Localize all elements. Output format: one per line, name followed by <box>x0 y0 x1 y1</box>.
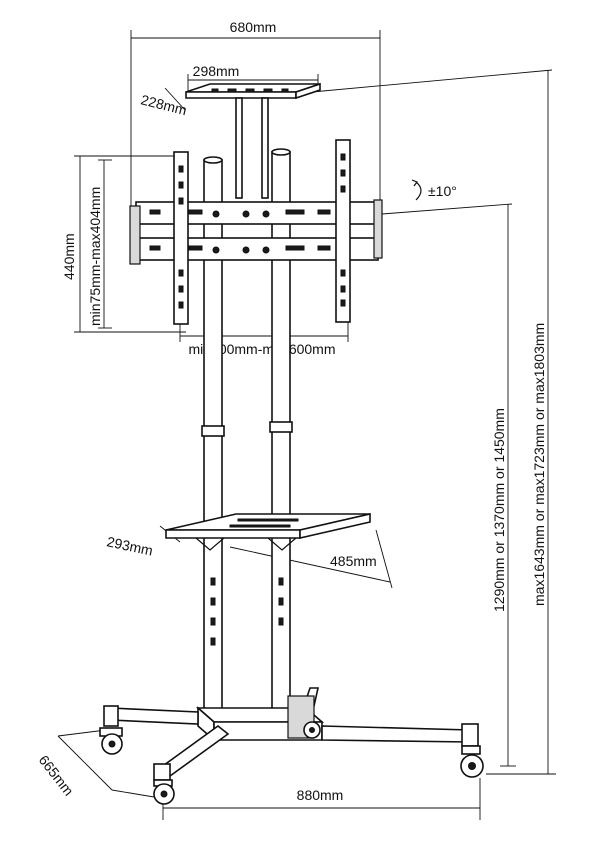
label-bracket-height: 440mm <box>61 233 77 280</box>
dim-base-width: 880mm <box>162 778 481 820</box>
middle-shelf <box>165 512 371 551</box>
top-shelf <box>185 82 321 199</box>
label-base-depth: 665mm <box>36 752 77 799</box>
label-top-shelf-width: 298mm <box>193 63 240 79</box>
label-vesa-vertical: min75mm-max404mm <box>87 187 103 326</box>
label-top-shelf-depth: 228mm <box>139 91 188 118</box>
tv-bracket <box>129 139 383 325</box>
caster-front-right <box>460 745 484 778</box>
label-middle-shelf-width: 485mm <box>330 553 377 569</box>
label-base-width: 880mm <box>297 787 344 803</box>
dim-mount-height: 1290mm or 1370mm or 1450mm <box>381 203 516 767</box>
poles <box>201 148 293 713</box>
dim-total-height: max1643mm or max1723mm or max1803mm <box>311 69 556 775</box>
caster-back-left <box>99 727 123 755</box>
base <box>103 687 479 781</box>
label-tilt: ±10° <box>428 183 457 199</box>
label-mount-height: 1290mm or 1370mm or 1450mm <box>491 408 507 612</box>
label-total-width: 680mm <box>230 19 277 35</box>
dim-middle-shelf-width: 485mm <box>229 529 393 589</box>
caster-back-right <box>303 721 321 739</box>
dim-bracket-height: 440mm <box>61 155 186 333</box>
caster-front-left <box>153 779 175 805</box>
caster-wheels <box>99 721 484 805</box>
label-total-height: max1643mm or max1723mm or max1803mm <box>531 323 547 606</box>
dim-tilt: ±10° <box>411 179 457 201</box>
label-vesa-horizontal: min200mm-max600mm <box>188 341 335 357</box>
label-middle-shelf-depth: 293mm <box>105 533 154 558</box>
dim-top-shelf-width: 298mm <box>187 63 319 92</box>
dim-total-width: 680mm <box>130 19 381 210</box>
dim-vesa-vertical: min75mm-max404mm <box>87 159 112 329</box>
dim-top-shelf-depth: 228mm <box>139 87 188 118</box>
dim-base-depth: 665mm <box>36 729 161 799</box>
